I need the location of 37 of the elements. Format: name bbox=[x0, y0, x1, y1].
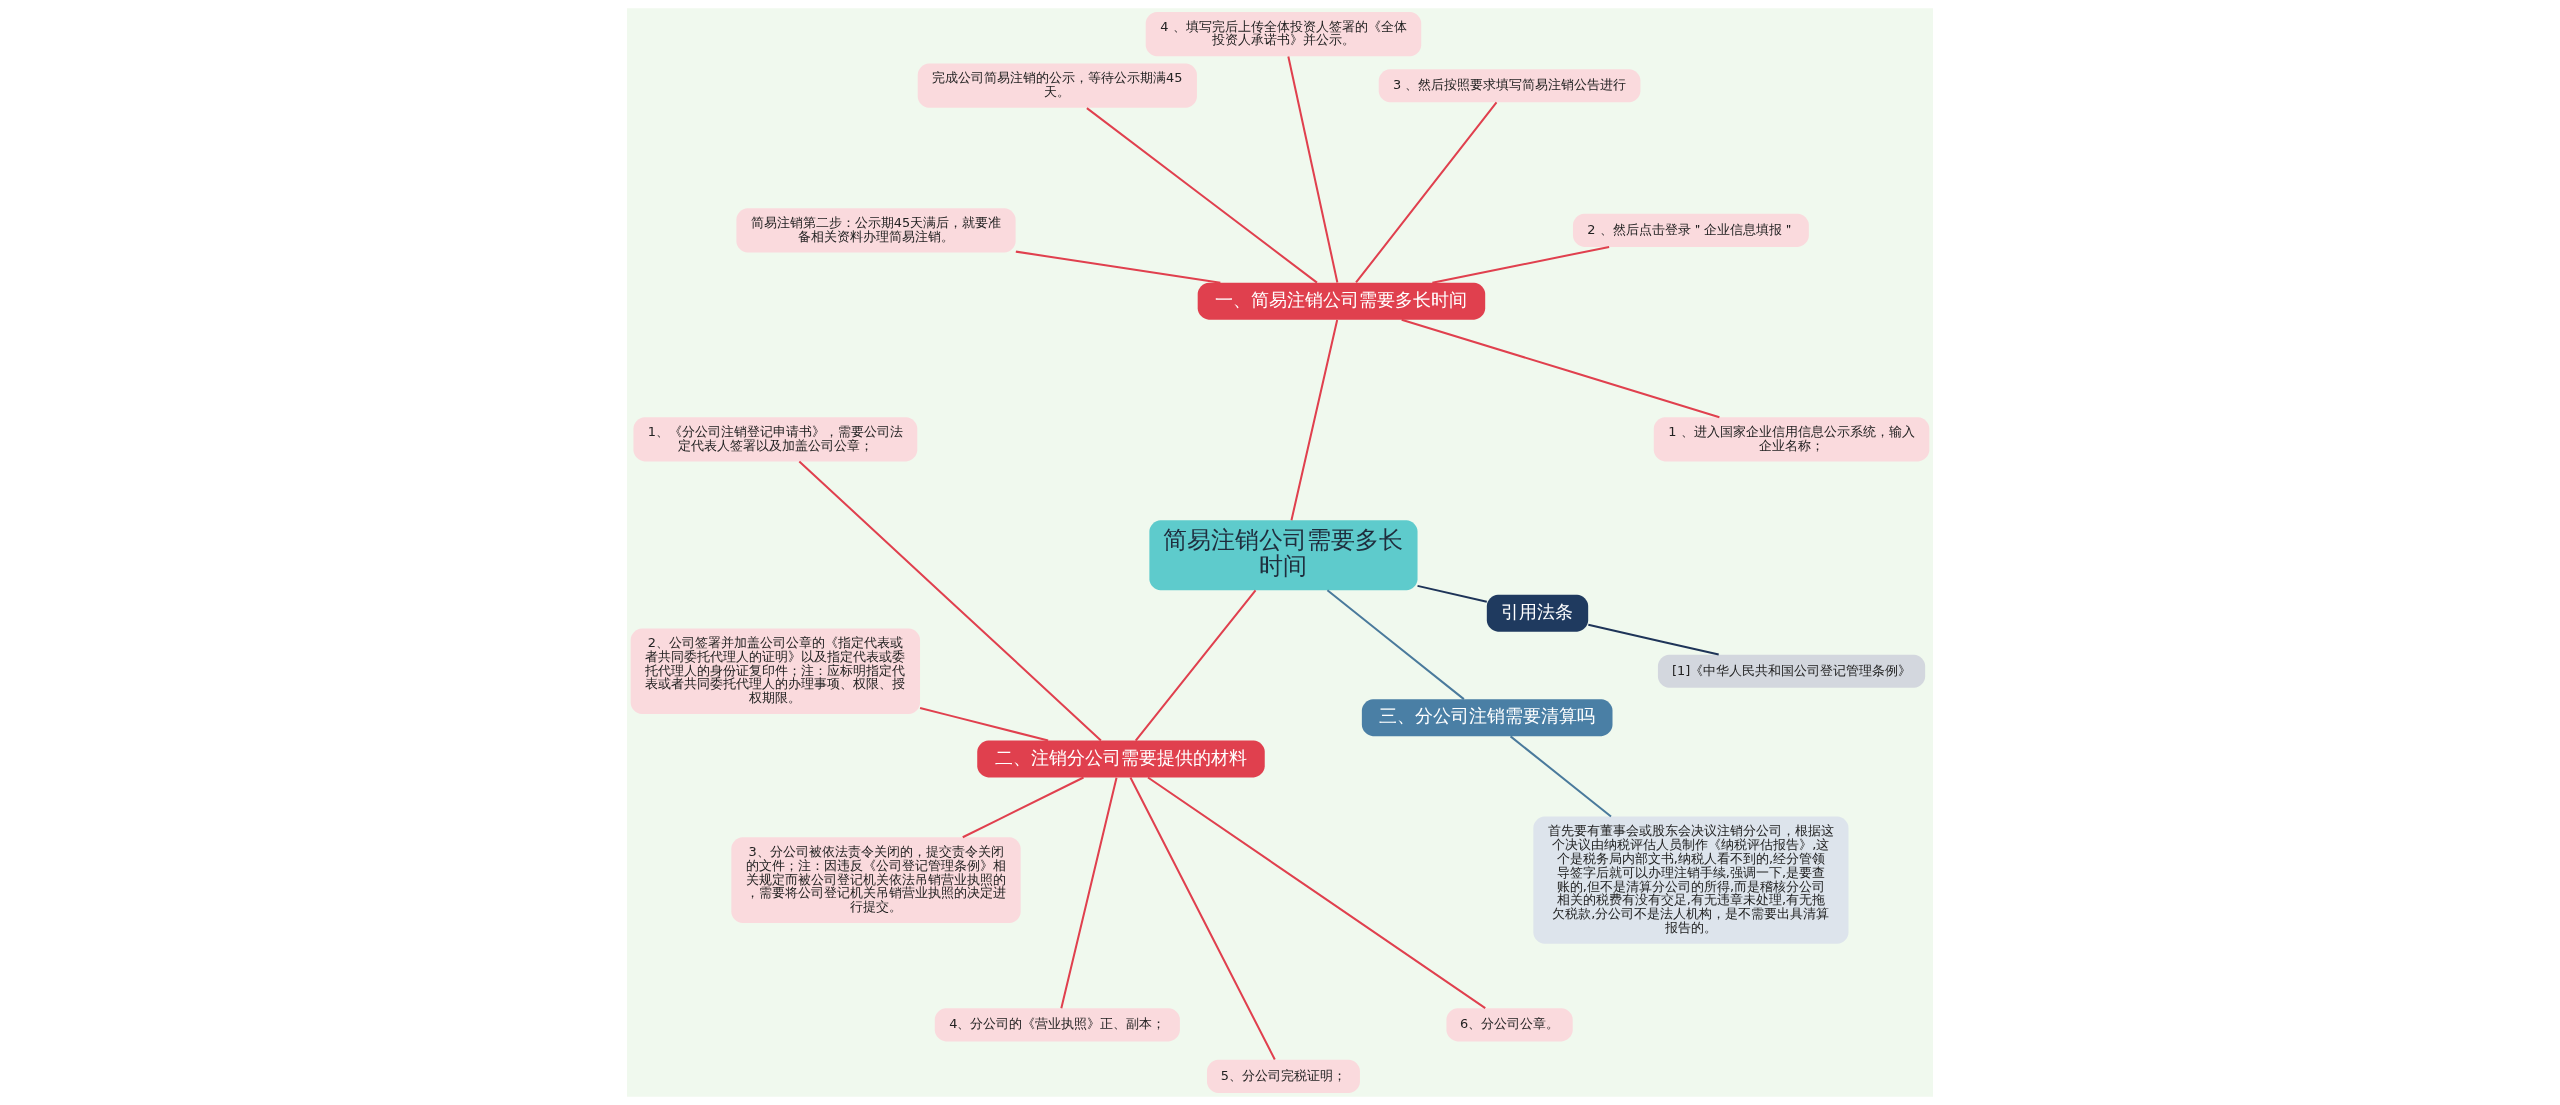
node-box: 4、分公司的《营业执照》正、副本； bbox=[934, 1008, 1180, 1042]
connector bbox=[1588, 623, 1719, 656]
connector bbox=[962, 776, 1084, 839]
node-box: 1、《分公司注销登记申请书》，需要公司法定代表人签署以及加盖公司公章； bbox=[633, 417, 918, 462]
node-box: 三、分公司注销需要清算吗 bbox=[1361, 699, 1613, 737]
node-box: 完成公司简易注销的公示，等待公示期满45天。 bbox=[917, 63, 1197, 108]
node-box: 6、分公司公章。 bbox=[1446, 1008, 1573, 1042]
connector bbox=[1060, 777, 1118, 1009]
connector bbox=[1129, 776, 1276, 1060]
connector bbox=[1509, 735, 1612, 818]
node-box: 3、分公司被依法责令关闭的，提交责令关闭的文件；注：因违反《公司登记管理条例》相关规定而被公司登记机关依法吊销营业执照的，需要将公司登记机关吊销营业执照的决定进行提交。 bbox=[731, 837, 1021, 924]
node-box: [1]《中华人民共和国公司登记管理条例》 bbox=[1657, 654, 1926, 688]
connector bbox=[1290, 319, 1339, 521]
node-box: 2、公司签署并加盖公司公章的《指定代表或者共同委托代理人的证明》以及指定代表或委托代理人的身份证复印件；注：应标明指定代表或者共同委托代理人的办理事项、权限、授权期限。 bbox=[630, 628, 921, 715]
node-box: 2 、然后点击登录＂企业信息填报＂ bbox=[1572, 213, 1809, 247]
connector bbox=[1147, 776, 1486, 1009]
node-box: 5、分公司完税证明； bbox=[1206, 1059, 1360, 1093]
node-box: 简易注销公司需要多长时间 bbox=[1149, 520, 1418, 591]
connector bbox=[1355, 101, 1498, 284]
node-box: 3 、然后按照要求填写简易注销公告进行 bbox=[1378, 69, 1641, 103]
node-box: 首先要有董事会或股东会决议注销分公司，根据这个决议由纳税评估人员制作《纳税评估报告》,这个是税务局内部文书,纳税人看不到的,经分管领导签字后就可以办理注销手续,强调一下,是要查账的,但不是清算分公司的所得,而是稽核分公司相关的税费有没有交足,有无违章未处理,有无拖欠税款,分公司不是法人机构，是不需要出具清算报告的。 bbox=[1533, 816, 1849, 944]
connector bbox=[919, 707, 1049, 742]
connector bbox=[1326, 589, 1465, 700]
connector bbox=[1401, 318, 1720, 419]
connector bbox=[1015, 250, 1221, 284]
connector bbox=[1134, 589, 1257, 742]
node-box: 一、简易注销公司需要多长时间 bbox=[1197, 282, 1486, 320]
node-box: 引用法条 bbox=[1486, 594, 1589, 632]
connector bbox=[798, 460, 1102, 742]
node-box: 4 、填写完后上传全体投资人签署的《全体投资人承诺书》并公示。 bbox=[1145, 12, 1422, 57]
node-box: 1 、进入国家企业信用信息公示系统，输入企业名称； bbox=[1653, 417, 1930, 462]
connector bbox=[1086, 107, 1318, 284]
node-box: 二、注销分公司需要提供的材料 bbox=[977, 740, 1265, 778]
connector bbox=[1432, 245, 1610, 284]
node-box: 简易注销第二步：公示期45天满后，就要准备相关资料办理简易注销。 bbox=[736, 208, 1016, 253]
connector bbox=[1287, 56, 1339, 283]
connector bbox=[1417, 584, 1488, 603]
